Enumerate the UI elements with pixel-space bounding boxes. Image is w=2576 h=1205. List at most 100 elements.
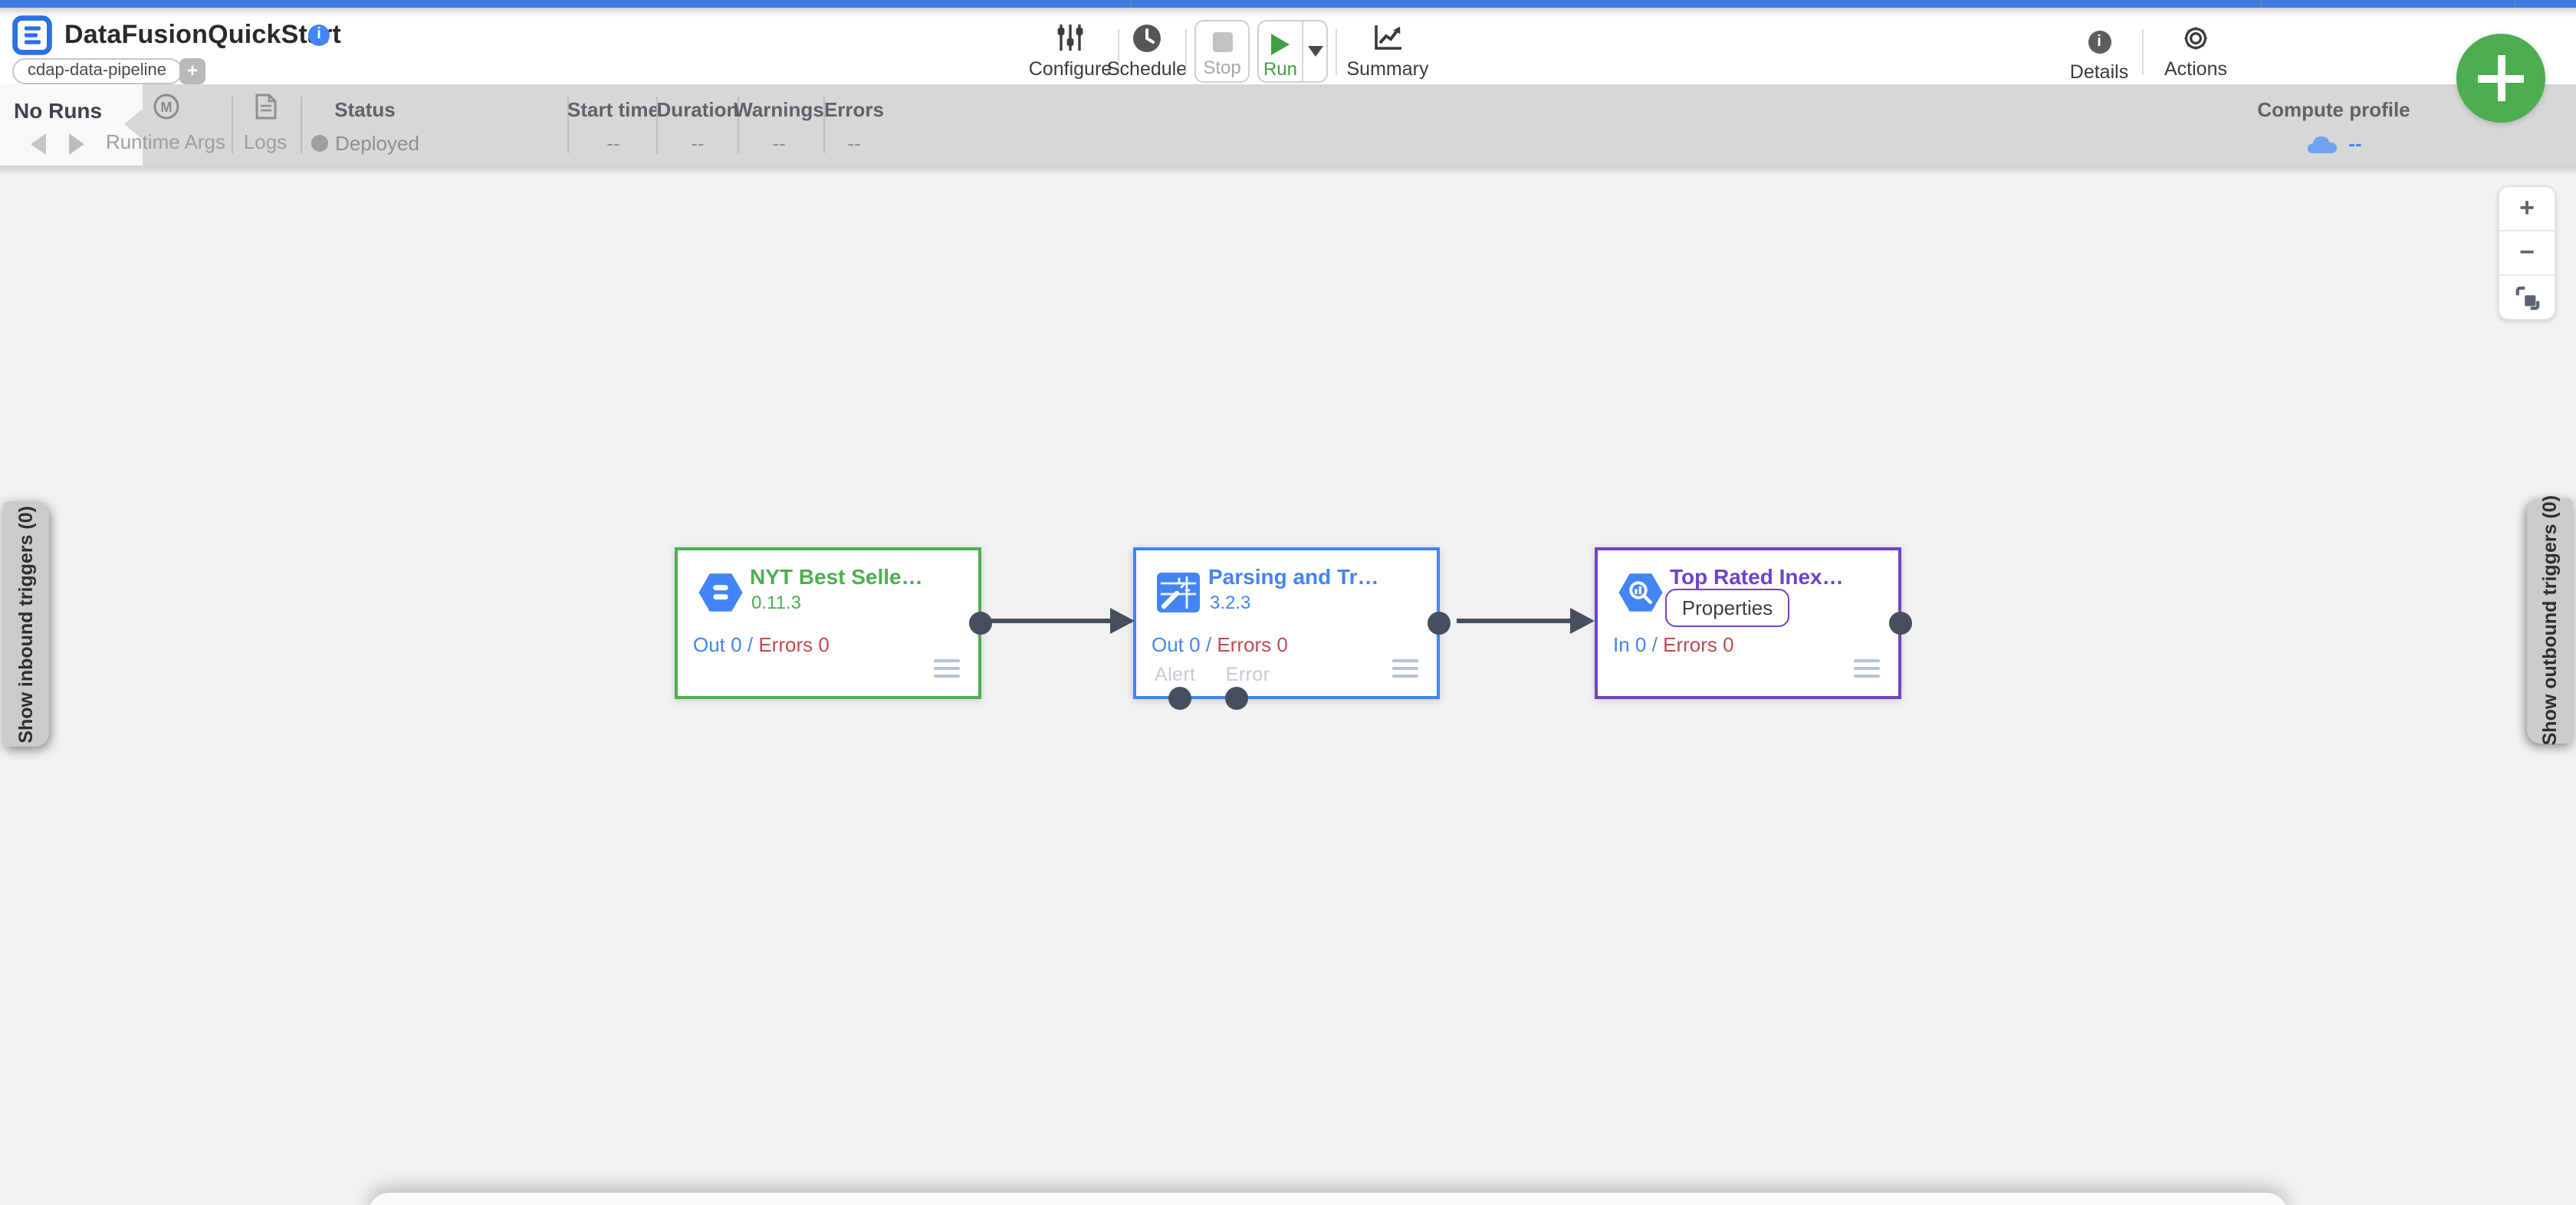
bottom-panel-shadow	[368, 1193, 2288, 1205]
node-top-rated-sink[interactable]: Top Rated Inex… Properties In 0 / Errors…	[1595, 547, 1911, 699]
artifact-type-badge: cdap-data-pipeline	[12, 58, 182, 84]
add-tag-button[interactable]: +	[179, 58, 205, 84]
logs-document-icon	[196, 94, 334, 127]
pipeline-title: DataFusionQuickStart	[64, 20, 342, 49]
bigquery-hexagon-icon	[1618, 573, 1663, 612]
node-menu-icon[interactable]	[1392, 659, 1418, 682]
cdap-pipeline-logo	[12, 15, 52, 55]
next-run-arrow[interactable]	[69, 133, 84, 155]
zoom-out-button[interactable]: −	[2499, 231, 2555, 276]
schedule-button[interactable]: Schedule	[1098, 20, 1196, 84]
top-bar-divider	[2260, 0, 2262, 8]
top-bar-divider	[1130, 0, 1132, 8]
error-records-metric[interactable]: Errors 0	[1217, 633, 1288, 656]
inbound-triggers-tab[interactable]: Show inbound triggers (0)	[3, 501, 49, 747]
details-info-icon: i	[2050, 23, 2148, 57]
start-time-section: Start time --	[544, 98, 682, 155]
zoom-controls: + −	[2498, 186, 2556, 320]
toolbar-divider	[2142, 29, 2144, 75]
configure-sliders-icon	[1021, 23, 1119, 54]
stop-button[interactable]: Stop	[1194, 20, 1250, 83]
duration-value: --	[691, 132, 705, 155]
toolbar-divider	[1185, 29, 1187, 75]
out-records-metric[interactable]: Out 0	[693, 633, 742, 656]
node-menu-icon[interactable]	[934, 659, 960, 682]
cloud-icon	[2307, 136, 2337, 153]
pipeline-canvas[interactable]: Show inbound triggers (0) Show outbound …	[0, 166, 2576, 1205]
error-records-metric[interactable]: Errors 0	[1663, 633, 1734, 656]
errors-value: --	[847, 132, 861, 155]
node-menu-icon[interactable]	[1854, 659, 1880, 682]
runtime-args-button[interactable]: M Runtime Args	[97, 94, 235, 153]
datastore-hexagon-icon	[698, 573, 743, 612]
status-dot-icon	[310, 135, 328, 152]
alert-port[interactable]	[1168, 686, 1191, 709]
runs-status-bar: No Runs M Runtime Args Logs	[0, 84, 2576, 166]
node-title: Parsing and Tr…	[1208, 564, 1379, 589]
in-records-metric[interactable]: In 0	[1613, 633, 1647, 656]
schedule-clock-icon	[1098, 23, 1196, 54]
top-accent-bar	[0, 0, 2576, 8]
node-title: Top Rated Inex…	[1670, 564, 1844, 589]
status-value: Deployed	[296, 132, 434, 155]
warnings-value: --	[772, 132, 786, 155]
output-port[interactable]	[968, 611, 991, 634]
summary-button[interactable]: Summary	[1337, 20, 1438, 84]
toolbar-divider	[1118, 29, 1119, 75]
start-time-value: --	[606, 132, 620, 155]
previous-run-arrow[interactable]	[31, 133, 46, 155]
output-port[interactable]	[1427, 611, 1450, 634]
pipeline-info-icon[interactable]: i	[308, 25, 330, 46]
node-nyt-best-sellers[interactable]: NYT Best Selle… 0.11.3 Out 0 / Errors 0	[675, 547, 991, 699]
runs-count-label: No Runs	[14, 98, 103, 123]
stop-icon	[1212, 32, 1232, 52]
outbound-triggers-tab[interactable]: Show outbound triggers (0)	[2527, 496, 2573, 746]
error-records-metric[interactable]: Errors 0	[758, 633, 830, 656]
actions-gear-icon	[2147, 23, 2245, 54]
compute-profile-value: --	[2249, 132, 2418, 155]
error-port[interactable]	[1225, 686, 1248, 709]
output-port[interactable]	[1888, 611, 1911, 634]
statusbar-divider	[656, 97, 658, 153]
warnings-section: Warnings --	[710, 98, 848, 155]
statusbar-divider	[567, 97, 569, 153]
alert-port-label: Alert	[1155, 664, 1196, 685]
node-properties-button[interactable]: Properties	[1665, 589, 1789, 627]
toolbar-divider	[1336, 29, 1337, 75]
duration-section: Duration --	[629, 98, 767, 155]
node-parsing-transform[interactable]: Parsing and Tr… 3.2.3 Out 0 / Errors 0 A…	[1133, 547, 1450, 709]
node-metrics: Out 0 / Errors 0	[1152, 633, 1288, 656]
run-options-dropdown[interactable]	[1303, 21, 1326, 81]
logs-button[interactable]: Logs	[196, 94, 334, 153]
out-records-metric[interactable]: Out 0	[1152, 633, 1201, 656]
statusbar-divider	[823, 97, 825, 153]
statusbar-divider	[301, 97, 302, 153]
details-button[interactable]: i Details	[2050, 20, 2148, 84]
statusbar-divider	[232, 97, 233, 153]
add-pipeline-fab[interactable]	[2456, 34, 2545, 123]
run-button-group: Run	[1257, 20, 1328, 83]
svg-text:M: M	[160, 100, 172, 115]
errors-section: Errors --	[785, 98, 923, 155]
fit-to-screen-button[interactable]	[2499, 276, 2555, 319]
app-header: DataFusionQuickStart i cdap-data-pipelin…	[0, 8, 2576, 84]
summary-chart-icon	[1337, 23, 1438, 54]
fit-to-screen-icon	[2515, 285, 2539, 310]
node-title: NYT Best Selle…	[750, 564, 923, 589]
node-version: 3.2.3	[1210, 592, 1251, 613]
actions-button[interactable]: Actions	[2147, 20, 2245, 84]
runtime-args-icon: M	[97, 94, 235, 127]
statusbar-divider	[738, 97, 739, 153]
run-play-icon	[1271, 34, 1290, 55]
compute-profile-section[interactable]: Compute profile --	[2249, 98, 2418, 155]
chevron-down-icon	[1307, 46, 1322, 57]
node-version: 0.11.3	[751, 592, 801, 613]
configure-button[interactable]: Configure	[1021, 20, 1119, 84]
node-metrics: In 0 / Errors 0	[1613, 633, 1734, 656]
status-section: Status Deployed	[296, 98, 434, 155]
top-bar-divider	[2515, 0, 2516, 8]
node-metrics: Out 0 / Errors 0	[693, 633, 830, 656]
zoom-in-button[interactable]: +	[2499, 187, 2555, 231]
run-button[interactable]: Run	[1259, 21, 1303, 81]
